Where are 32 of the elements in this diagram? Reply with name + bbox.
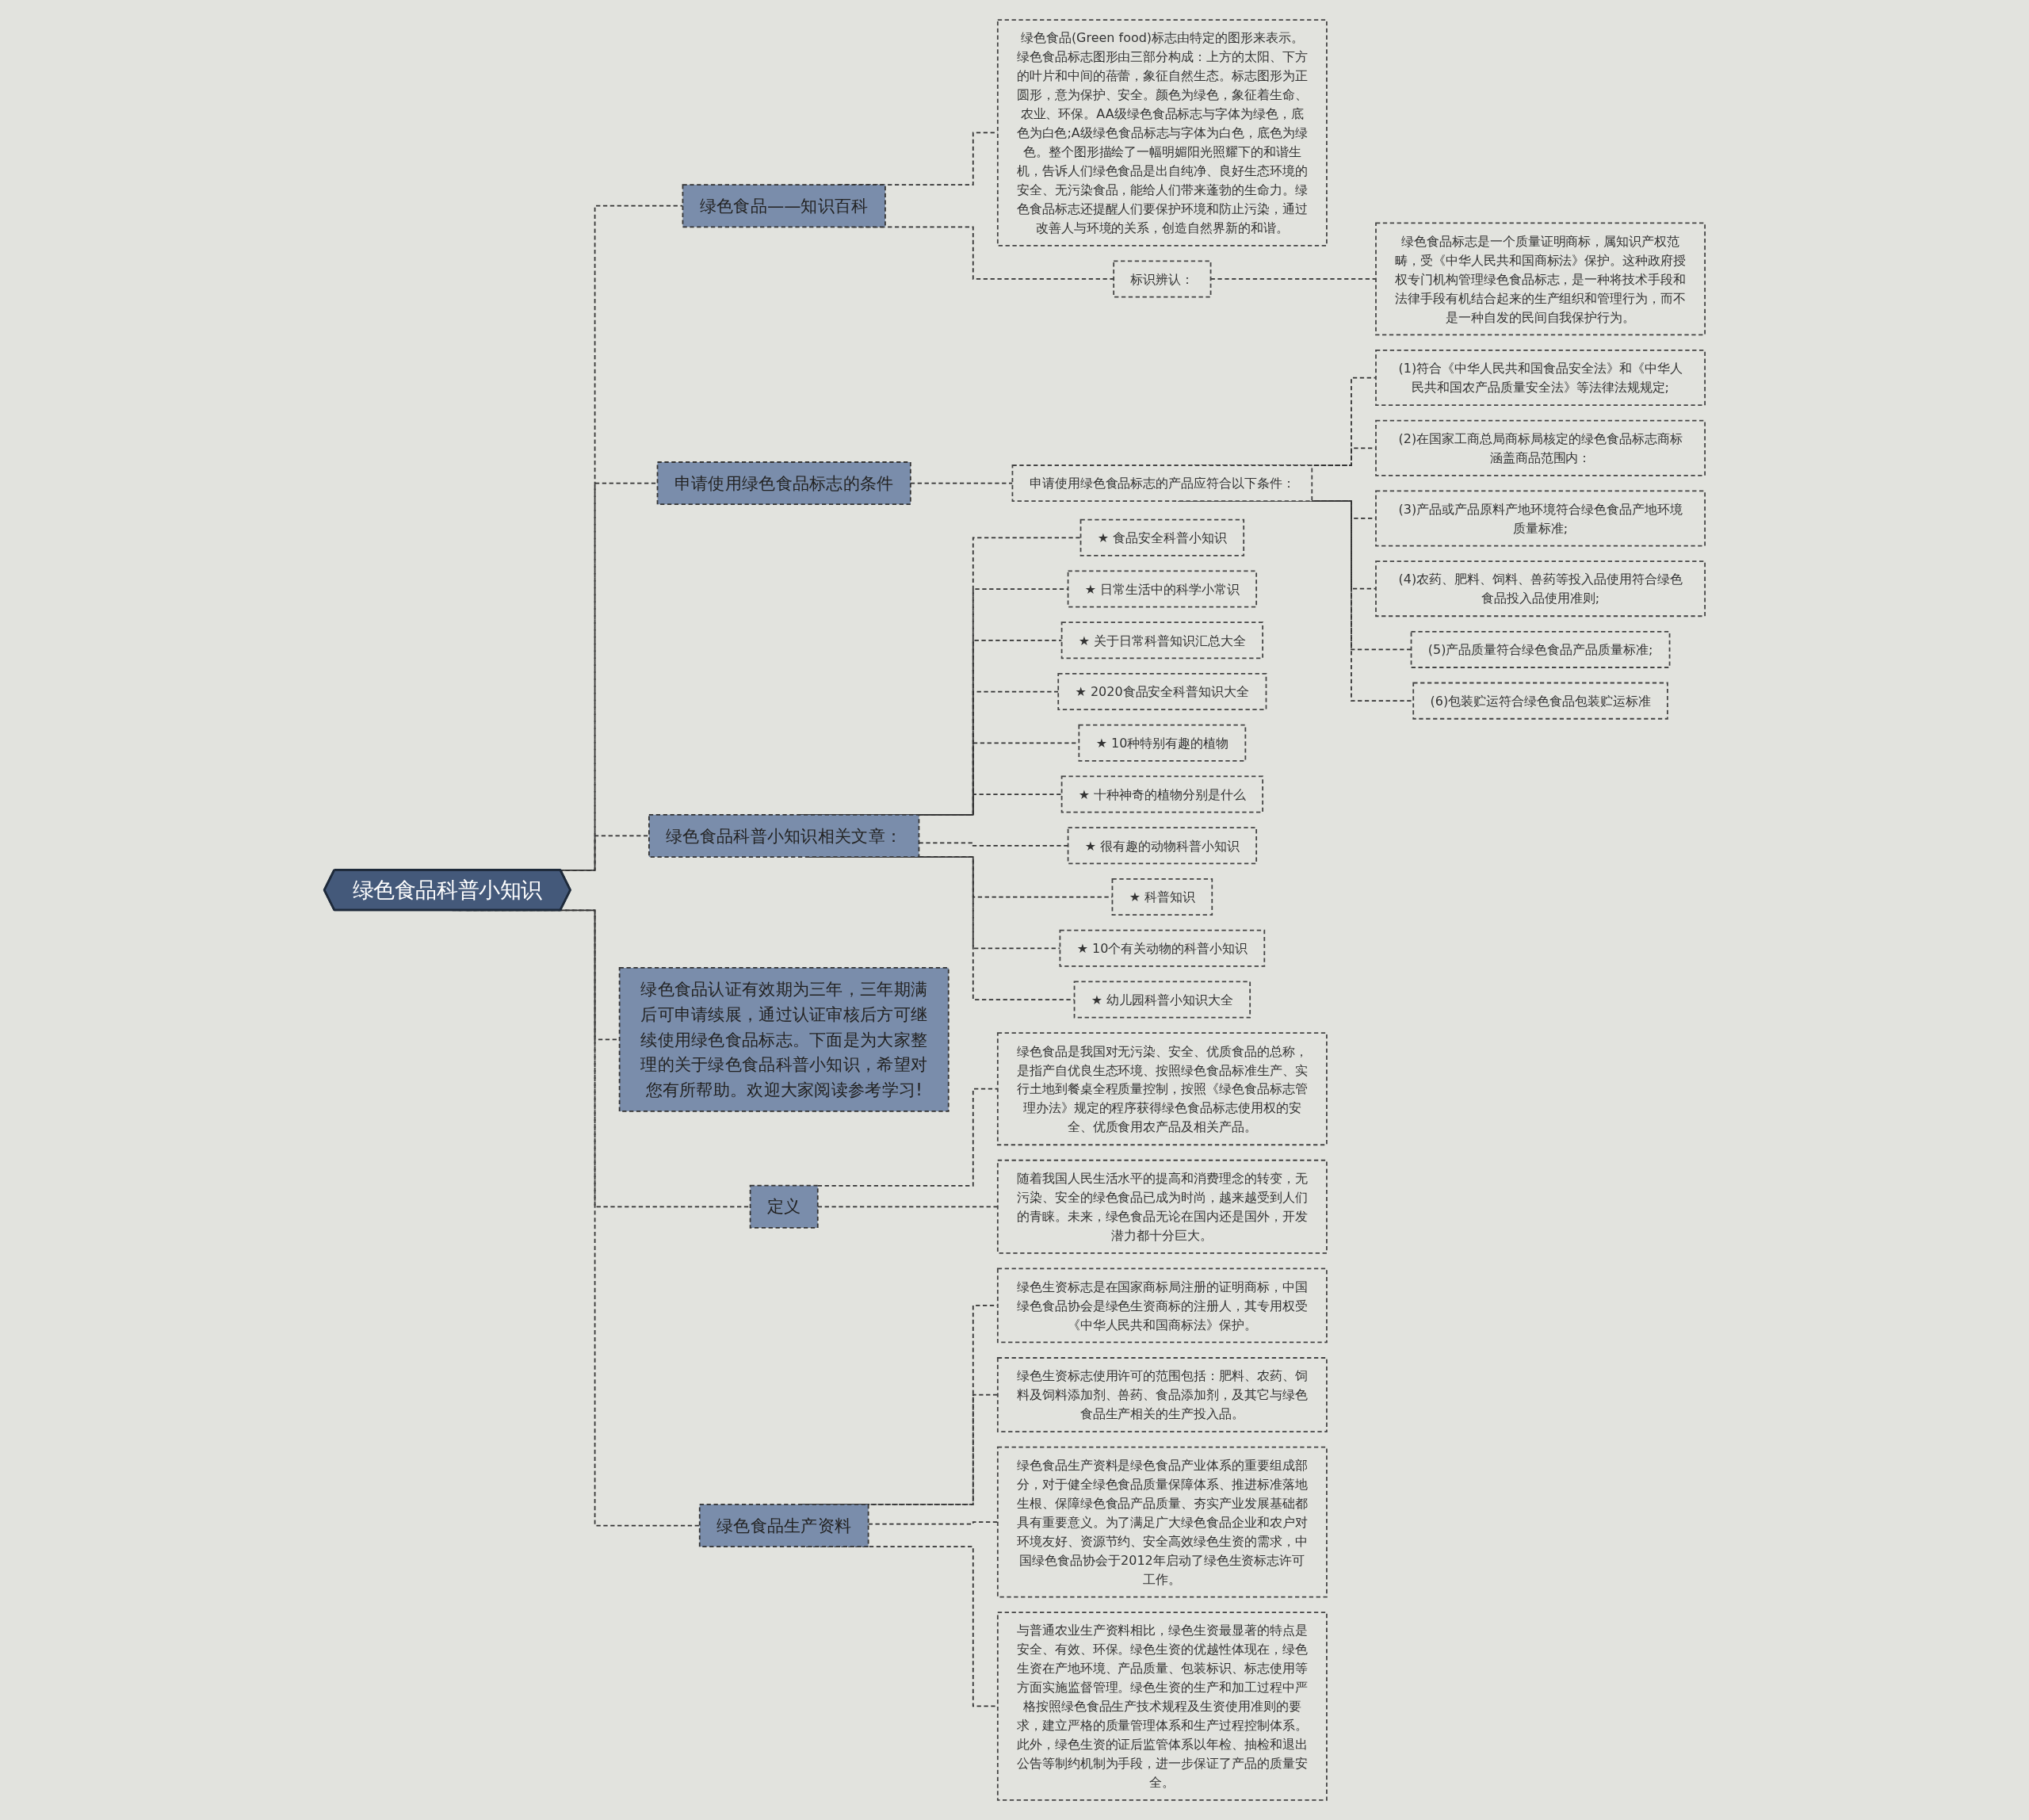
- node-box: (2)在国家工商总局商标局核定的绿色食品标志商标涵盖商品范围内：: [1375, 419, 1706, 476]
- node-box: ★ 2020食品安全科普知识大全: [1057, 673, 1267, 711]
- node-box: ★ 10种特别有趣的植物: [1078, 724, 1247, 762]
- node-box: (5)产品质量符合绿色食品产品质量标准;: [1410, 630, 1671, 668]
- node-box: 绿色食品——知识百科: [682, 184, 886, 228]
- node-box: ★ 很有趣的动物科普小知识: [1067, 827, 1257, 865]
- node-box: 随着我国人民生活水平的提高和消费理念的转变，无污染、安全的绿色食品已成为时尚，越来越受到人们的青睐。未来，绿色食品无论在国内还是国外，开发潜力都十分巨大。: [996, 1159, 1328, 1254]
- node-box: 绿色生资标志是在国家商标局注册的证明商标，中国绿色食品协会是绿色生资商标的注册人，其专用权受《中华人民共和国商标法》保护。: [996, 1268, 1328, 1344]
- node-box: 申请使用绿色食品标志的产品应符合以下条件：: [1011, 465, 1313, 503]
- node-box: 绿色食品(Green food)标志由特定的图形来表示。绿色食品标志图形由三部分构成：上方的太阳、下方的叶片和中间的蓓蕾，象征自然生态。标志图形为正圆形，意为保护、安全。颜色为绿色，象征着生命、农业、环保。AA级绿色食品标志与字体为绿色，底色为白色;A级绿色食品标志与字体为白色，底色为绿色。整个图形描绘了一幅明媚阳光照耀下的和谐生机，告诉人们绿色食品是出自纯净、良好生态环境的安全、无污染食品，能给人们带来蓬勃的生命力。绿色食品标志还提醒人们要保护环境和防止污染，通过改善人与环境的关系，创造自然界新的和谐。: [996, 19, 1328, 247]
- node-box: ★ 日常生活中的科学小常识: [1067, 570, 1257, 608]
- node-box: ★ 食品安全科普小知识: [1079, 518, 1244, 556]
- node-box: ★ 幼儿园科普小知识大全: [1073, 981, 1251, 1019]
- node-box: 标识辨认：: [1113, 260, 1212, 298]
- node-box: ★ 关于日常科普知识汇总大全: [1060, 621, 1263, 660]
- node-box: 绿色食品科普小知识相关文章：: [648, 813, 920, 858]
- node-box: 绿色食品是我国对无污染、安全、优质食品的总称，是指产自优良生态环境、按照绿色食品标准生产、实行土地到餐桌全程质量控制，按照《绿色食品标志管理办法》规定的程序获得绿色食品标志使用权的安全、优质食用农产品及相关产品。: [996, 1032, 1328, 1146]
- node-box: ★ 十种神奇的植物分别是什么: [1060, 775, 1263, 813]
- node-box: 定义: [749, 1184, 819, 1229]
- node-box: (3)产品或产品原料产地环境符合绿色食品产地环境质量标准;: [1375, 490, 1706, 547]
- node-box: 申请使用绿色食品标志的条件: [656, 461, 911, 506]
- node-box: 绿色食品认证有效期为三年，三年期满后可申请续展，通过认证审核后方可继续使用绿色食品标志。下面是为大家整理的关于绿色食品科普小知识，希望对您有所帮助。欢迎大家阅读参考学习!: [618, 967, 950, 1112]
- node-box: 绿色生资标志使用许可的范围包括：肥料、农药、饲料及饲料添加剂、兽药、食品添加剂，及其它与绿色食品生产相关的生产投入品。: [996, 1357, 1328, 1432]
- node-box: ★ 科普知识: [1111, 878, 1213, 916]
- node-box: 绿色食品生产资料: [698, 1504, 869, 1548]
- node-box: 绿色食品标志是一个质量证明商标，属知识产权范畴，受《中华人民共和国商标法》保护。这种政府授权专门机构管理绿色食品标志，是一种将技术手段和法律手段有机结合起来的生产组织和管理行为，而不是一种自发的民间自我保护行为。: [1375, 222, 1706, 336]
- node-box: (1)符合《中华人民共和国食品安全法》和《中华人民共和国农产品质量安全法》等法律法规规定;: [1375, 350, 1706, 407]
- node-box: (4)农药、肥料、饲料、兽药等投入品使用符合绿色食品投入品使用准则;: [1375, 560, 1706, 618]
- node-box: 与普通农业生产资料相比，绿色生资最显著的特点是安全、有效、环保。绿色生资的优越性体现在，绿色生资在产地环境、产品质量、包装标识、标志使用等方面实施监督管理。绿色生资的生产和加工过程中严格按照绿色食品生产技术规程及生资使用准则的要求，建立严格的质量管理体系和生产过程控制体系。此外，绿色生资的证后监管体系以年检、抽检和退出公告等制约机制为手段，进一步保证了产品的质量安全。: [996, 1612, 1328, 1801]
- node-box: (6)包装贮运符合绿色食品包装贮运标准: [1412, 682, 1668, 720]
- node-box: 绿色食品生产资料是绿色食品产业体系的重要组成部分，对于健全绿色食品质量保障体系、推进标准落地生根、保障绿色食品产品质量、夯实产业发展基础都具有重要意义。为了满足广大绿色食品企业和农户对环境友好、资源节约、安全高效绿色生资的需求，中国绿色食品协会于2012年启动了绿色生资标志许可工作。: [996, 1446, 1328, 1598]
- node-box: ★ 10个有关动物的科普小知识: [1059, 929, 1266, 967]
